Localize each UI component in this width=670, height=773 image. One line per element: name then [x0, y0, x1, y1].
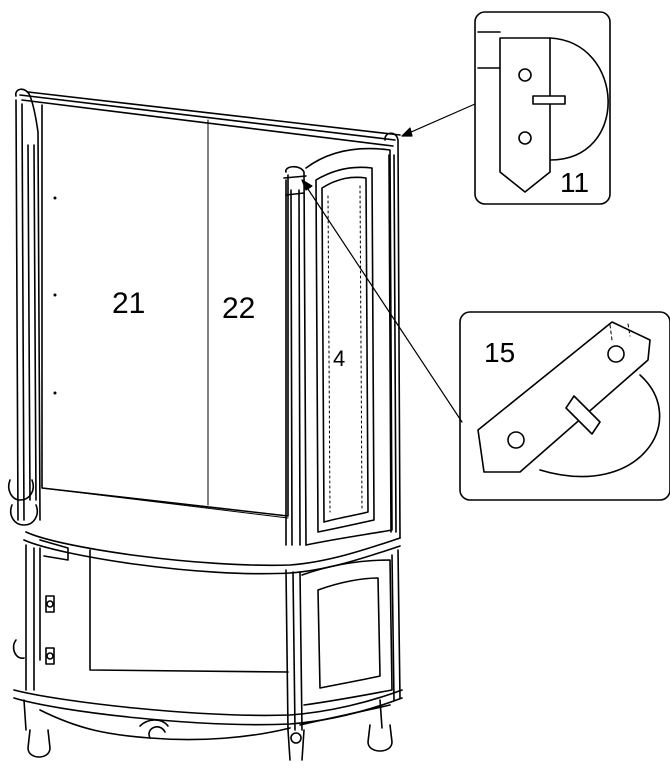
hinge-arc-lower: [539, 374, 661, 478]
callout-bottom-part-number: 15: [484, 337, 515, 368]
lower-section: [12, 539, 401, 731]
leader-top: [401, 103, 476, 137]
label-panel-22: 22: [222, 292, 255, 325]
door-4: [305, 147, 393, 546]
cabinet: [7, 88, 403, 761]
front-post: [283, 165, 307, 546]
label-panel-21: 21: [112, 287, 145, 320]
base-apron: [23, 699, 391, 741]
leader-lines: [301, 103, 476, 423]
legs: [27, 724, 393, 761]
middle-shelf: [23, 531, 401, 575]
top-back-rail: [19, 91, 401, 147]
leader-bottom-arrow: [301, 179, 313, 191]
leader-bottom: [301, 179, 463, 423]
right-post: [384, 132, 401, 539]
bottom-shelf: [13, 689, 403, 726]
back-panels: [41, 104, 289, 519]
callout-top-hinge: [474, 11, 611, 205]
callout-top-part-number: 11: [560, 167, 589, 198]
leader-top-arrow: [401, 127, 413, 137]
callout-bottom-hinge: [459, 311, 670, 501]
left-post: [7, 88, 41, 526]
hinge-plate: [499, 37, 551, 193]
back-panel-outline: [41, 104, 289, 517]
label-door-4: 4: [333, 346, 345, 371]
hinge-arc: [549, 37, 609, 161]
